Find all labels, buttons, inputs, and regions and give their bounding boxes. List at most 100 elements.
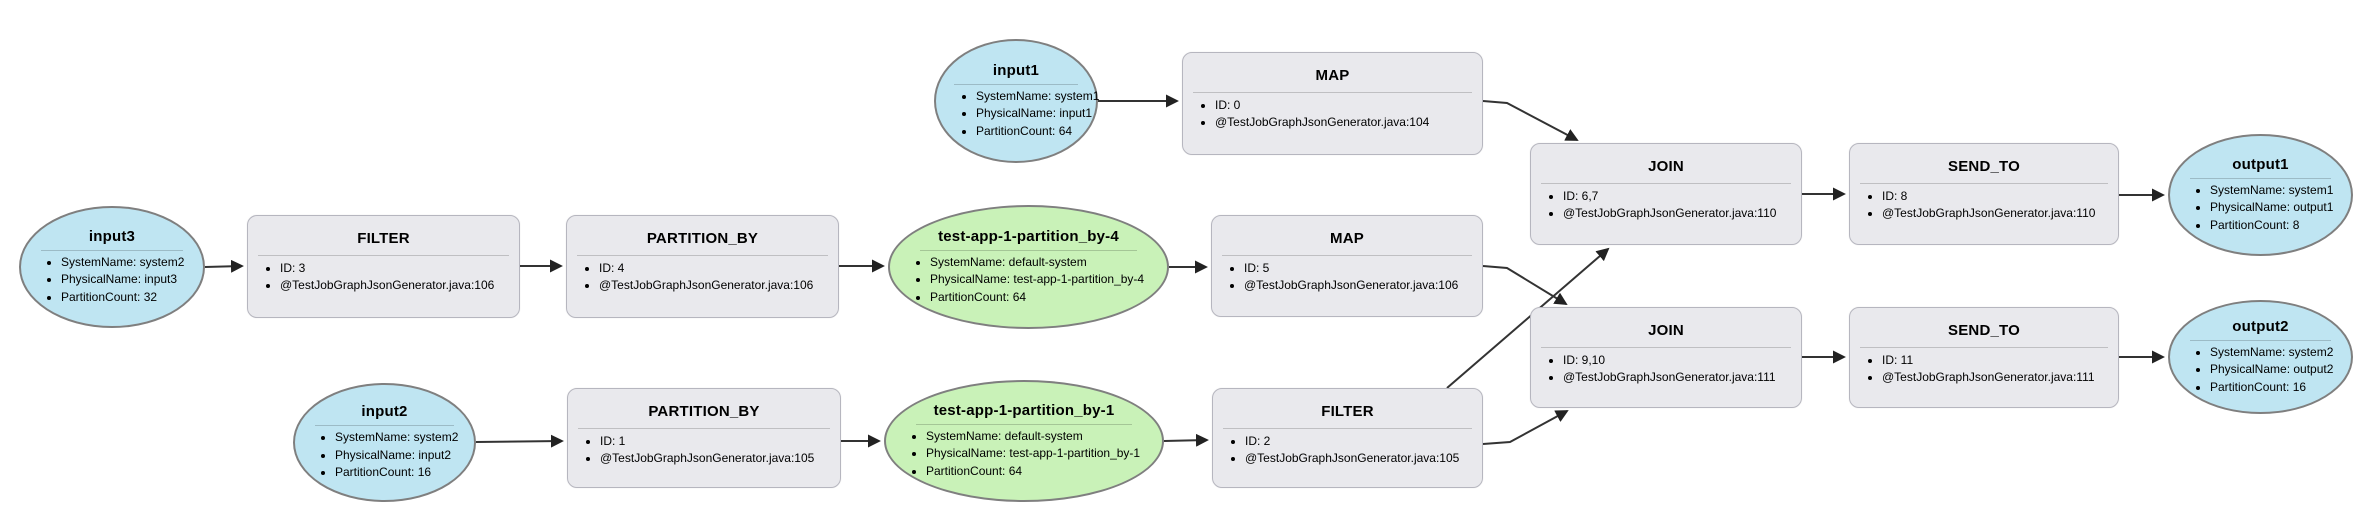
node-attribute: PartitionCount: 32 (61, 289, 184, 306)
node-attribute: ID: 3 (280, 260, 519, 277)
node-attribute: PartitionCount: 8 (2210, 217, 2333, 234)
edge-filter2-to-join910 (1482, 410, 1569, 445)
node-title-divider (916, 423, 1132, 425)
operator-node-filter3: FILTER ID: 3@TestJobGraphJsonGenerator.ja… (247, 215, 520, 318)
node-attribute: SystemName: default-system (930, 254, 1144, 271)
node-attribute-list: SystemName: default-systemPhysicalName: … (890, 254, 1144, 306)
node-attribute-list: ID: 11@TestJobGraphJsonGenerator.java:11… (1850, 352, 2118, 387)
edge-filter2-to-join67 (1446, 247, 1610, 389)
node-attribute-list: SystemName: system1PhysicalName: output1… (2170, 182, 2333, 234)
node-attribute: SystemName: system1 (976, 88, 1099, 105)
edge-stream_pb1-to-filter2 (1163, 433, 1209, 447)
node-attribute: SystemName: system2 (61, 254, 184, 271)
node-attribute: ID: 1 (600, 433, 840, 450)
node-title-divider (2189, 339, 2332, 341)
edge-map0-to-join67 (1482, 100, 1579, 141)
node-attribute: ID: 6,7 (1563, 188, 1801, 205)
node-title: PARTITION_BY (646, 230, 759, 247)
node-title-divider (258, 255, 509, 256)
node-title-divider (1860, 183, 2108, 184)
node-title-divider (578, 428, 830, 429)
node-attribute-list: SystemName: system2PhysicalName: input2P… (295, 429, 458, 481)
node-title: FILTER (357, 230, 410, 247)
node-title: test-app-1-partition_by-1 (933, 401, 1115, 419)
node-attribute: SystemName: default-system (926, 428, 1140, 445)
node-attribute: PhysicalName: test-app-1-partition_by-1 (926, 445, 1140, 462)
edges-group (204, 94, 2165, 448)
node-title-divider (1222, 255, 1472, 256)
node-attribute-list: SystemName: system1PhysicalName: input1P… (936, 88, 1099, 140)
node-attribute: @TestJobGraphJsonGenerator.java:111 (1882, 369, 2118, 386)
stream-node-output2: output2SystemName: system2PhysicalName: … (2168, 300, 2353, 414)
node-title-divider (577, 255, 828, 256)
node-attribute: @TestJobGraphJsonGenerator.java:110 (1882, 205, 2118, 222)
node-title: input3 (88, 227, 136, 245)
node-attribute-list: ID: 2@TestJobGraphJsonGenerator.java:105 (1213, 433, 1482, 468)
operator-node-pb4: PARTITION_BY ID: 4@TestJobGraphJsonGenera… (566, 215, 839, 318)
node-title: SEND_TO (1948, 322, 2020, 339)
node-attribute: PhysicalName: input3 (61, 271, 184, 288)
node-attribute: SystemName: system2 (335, 429, 458, 446)
node-title: output2 (2232, 317, 2289, 335)
node-attribute: PartitionCount: 16 (335, 464, 458, 481)
node-title-divider (953, 83, 1079, 85)
node-attribute: ID: 2 (1245, 433, 1482, 450)
node-attribute: ID: 0 (1215, 97, 1482, 114)
operator-node-map5: MAPID: 5@TestJobGraphJsonGenerator.java:… (1211, 215, 1483, 317)
node-attribute: PhysicalName: input1 (976, 105, 1099, 122)
node-attribute: @TestJobGraphJsonGenerator.java:106 (1244, 277, 1482, 294)
operator-node-send8: SEND_TOID: 8@TestJobGraphJsonGenerator.j… (1849, 143, 2119, 245)
node-title: output1 (2232, 155, 2289, 173)
node-attribute: @TestJobGraphJsonGenerator.java:105 (1245, 450, 1482, 467)
node-attribute: PhysicalName: input2 (335, 447, 458, 464)
stream-node-stream_pb1: test-app-1-partition_by-1SystemName: def… (884, 380, 1164, 502)
stream-node-input3: input3SystemName: system2PhysicalName: i… (19, 206, 205, 328)
node-title-divider (1193, 92, 1472, 93)
node-attribute-list: ID: 9,10@TestJobGraphJsonGenerator.java:… (1531, 352, 1801, 387)
node-attribute: PhysicalName: output2 (2210, 361, 2333, 378)
node-attribute: @TestJobGraphJsonGenerator.java:104 (1215, 114, 1482, 131)
stream-node-stream_pb4: test-app-1-partition_by-4SystemName: def… (888, 205, 1169, 329)
node-title: FILTER (1321, 403, 1374, 420)
node-title-divider (1223, 428, 1472, 429)
node-attribute: ID: 5 (1244, 260, 1482, 277)
node-attribute: @TestJobGraphJsonGenerator.java:110 (1563, 205, 1801, 222)
edge-input2-to-pb1 (475, 434, 564, 448)
node-attribute: PartitionCount: 16 (2210, 379, 2333, 396)
node-title: JOIN (1648, 158, 1684, 175)
node-attribute-list: ID: 4@TestJobGraphJsonGenerator.java:106 (567, 260, 838, 295)
node-title: test-app-1-partition_by-4 (938, 227, 1119, 245)
node-attribute-list: SystemName: system2PhysicalName: input3P… (21, 254, 184, 306)
node-title: MAP (1315, 67, 1350, 84)
node-attribute-list: ID: 6,7@TestJobGraphJsonGenerator.java:1… (1531, 188, 1801, 223)
node-attribute-list: SystemName: default-systemPhysicalName: … (886, 428, 1140, 480)
stream-node-output1: output1SystemName: system1PhysicalName: … (2168, 134, 2353, 256)
stream-node-input2: input2SystemName: system2PhysicalName: i… (293, 383, 476, 502)
node-attribute: PartitionCount: 64 (930, 289, 1144, 306)
node-attribute: PartitionCount: 64 (926, 463, 1140, 480)
node-attribute-list: ID: 5@TestJobGraphJsonGenerator.java:106 (1212, 260, 1482, 295)
edge-map5-to-join910 (1482, 265, 1568, 306)
stream-node-input1: input1SystemName: system1PhysicalName: i… (934, 39, 1099, 163)
node-title-divider (920, 249, 1137, 251)
node-attribute: PartitionCount: 64 (976, 123, 1099, 140)
operator-node-map0: MAP ID: 0@TestJobGraphJsonGenerator.java:… (1182, 52, 1483, 155)
node-attribute: @TestJobGraphJsonGenerator.java:106 (599, 277, 838, 294)
node-attribute-list: ID: 1@TestJobGraphJsonGenerator.java:105 (568, 433, 840, 468)
node-attribute: @TestJobGraphJsonGenerator.java:105 (600, 450, 840, 467)
node-attribute-list: SystemName: system2PhysicalName: output2… (2170, 344, 2333, 396)
node-title-divider (314, 425, 455, 427)
operator-node-join910: JOIN ID: 9,10@TestJobGraphJsonGenerator.j… (1530, 307, 1802, 408)
node-title-divider (2189, 177, 2332, 179)
node-attribute-list: ID: 8@TestJobGraphJsonGenerator.java:110 (1850, 188, 2118, 223)
node-title-divider (1541, 347, 1791, 348)
node-attribute-list: ID: 3@TestJobGraphJsonGenerator.java:106 (248, 260, 519, 295)
node-title: input1 (992, 61, 1040, 79)
node-title: PARTITION_BY (648, 403, 760, 420)
operator-node-pb1: PARTITION_BY ID: 1@TestJobGraphJsonGenera… (567, 388, 841, 488)
node-title: input2 (361, 403, 408, 421)
node-title: JOIN (1648, 322, 1684, 339)
node-title-divider (41, 249, 183, 251)
